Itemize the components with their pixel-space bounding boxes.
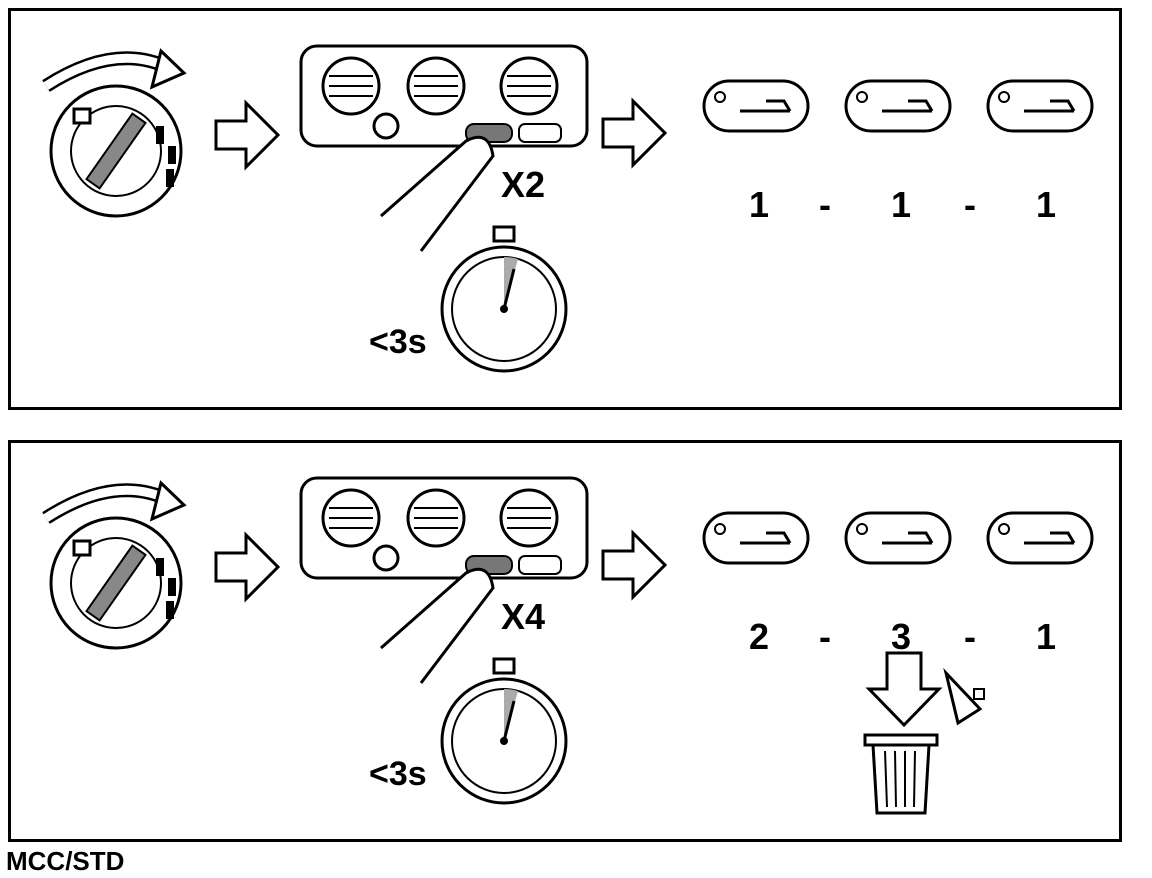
code-digit: 2 [749, 616, 770, 657]
code-digit: 1 [749, 184, 770, 225]
eraser-icon [943, 667, 985, 726]
stopwatch-icon [440, 225, 568, 373]
code-digit: 1 [1036, 616, 1057, 657]
recirculation-led-blink-icon [986, 79, 1094, 133]
code-separator: - [819, 184, 831, 225]
press-count-label: X2 [501, 164, 546, 205]
time-limit-label: <3s [369, 323, 427, 361]
code-separator: - [964, 616, 976, 657]
recirculation-led-blink-icon [702, 79, 810, 133]
finger-press-icon [380, 135, 495, 252]
panel-drawing [42, 44, 1094, 373]
arrow-right-icon [601, 97, 668, 169]
recirculation-led-blink-icon [702, 511, 810, 565]
arrow-right-icon [214, 99, 281, 171]
recirculation-led-blink-icon [986, 511, 1094, 565]
ignition-key-icon [42, 480, 187, 650]
model-label: MCC/STD [6, 846, 125, 876]
climate-control-panel-icon [299, 44, 589, 148]
panel-drawing [42, 476, 1094, 815]
arrow-right-icon [601, 529, 668, 601]
stopwatch-icon [440, 657, 568, 805]
code-separator: - [964, 184, 976, 225]
arrow-right-icon [214, 531, 281, 603]
down-arrow-icon [865, 651, 943, 728]
finger-press-icon [380, 567, 495, 684]
ignition-key-icon [42, 48, 187, 218]
recirculation-led-blink-icon [844, 79, 952, 133]
code-digit: 1 [1036, 184, 1057, 225]
press-count-label: X4 [501, 596, 546, 637]
climate-control-panel-icon [299, 476, 589, 580]
code-digit: 3 [891, 616, 912, 657]
recirculation-led-blink-icon [844, 511, 952, 565]
step-panel-read-codes: X2 <3s 1 - 1 - 1 [8, 8, 1122, 410]
code-digit: 1 [891, 184, 912, 225]
step-panel-clear-codes: X4 <3s 2 - 3 - 1 [8, 440, 1122, 842]
time-limit-label: <3s [369, 755, 427, 793]
trash-bin-icon [863, 733, 939, 815]
code-separator: - [819, 616, 831, 657]
